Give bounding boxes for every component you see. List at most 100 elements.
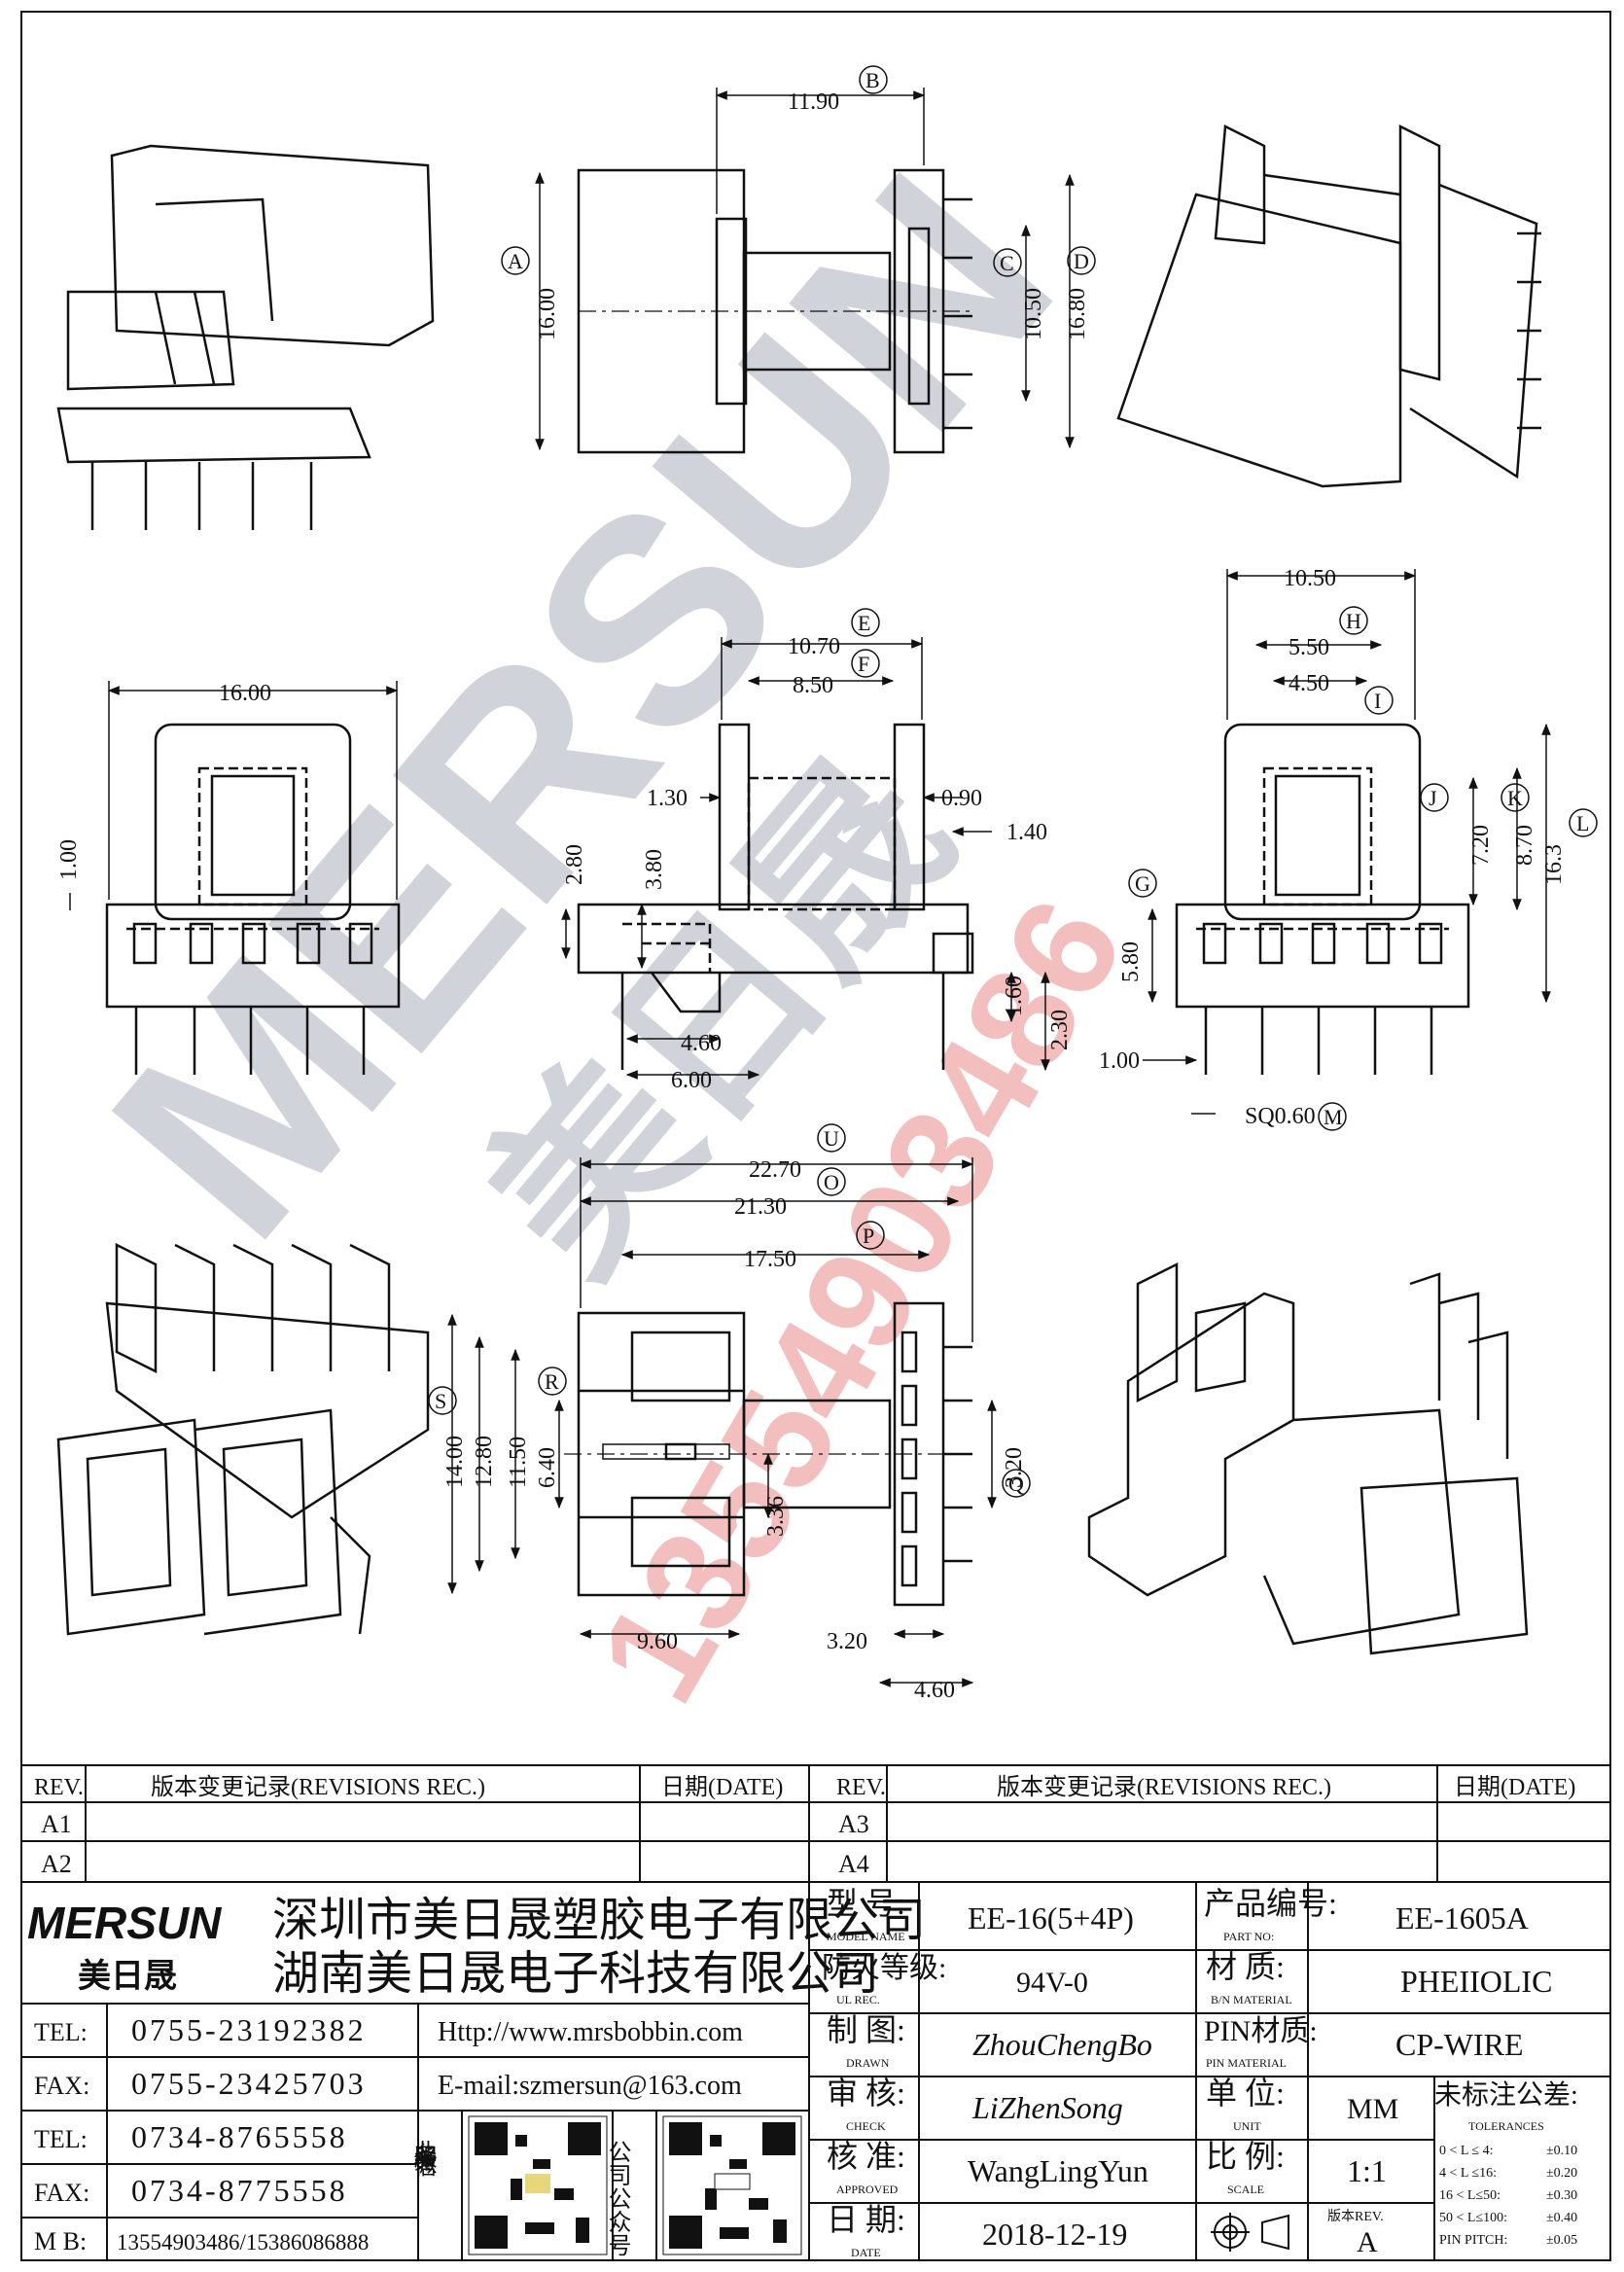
spec-pin-label: PIN材质: <box>1204 2015 1318 2047</box>
dim-4-50: 4.50 <box>1289 671 1329 696</box>
dim-4-60: 4.60 <box>681 1031 722 1056</box>
contact-label-3: TEL: <box>34 2125 88 2153</box>
spec-approved-value: WangLingYun <box>968 2153 1148 2188</box>
dim-6-00: 6.00 <box>671 1068 712 1093</box>
callout-circles-mid-right <box>1128 606 1598 1131</box>
bottom-view-center <box>564 1301 972 1607</box>
dim-1-40: 1.40 <box>1006 820 1047 845</box>
dim-9-60: 9.60 <box>637 1629 678 1654</box>
spec-scale-value: 1:1 <box>1347 2153 1387 2188</box>
tol-range-2: 4 < L ≤16: <box>1439 2166 1497 2181</box>
callout-M: M <box>1324 1105 1343 1129</box>
dim-8-70-vertical: 8.70 <box>1512 825 1537 866</box>
callout-D: D <box>1074 249 1089 273</box>
callout-P: P <box>863 1224 874 1248</box>
dim-11-90: 11.90 <box>788 89 839 115</box>
dim-16-00-vertical: 16.00 <box>535 288 560 340</box>
rev-left-row-2: A2 <box>41 1850 72 1878</box>
contact-label-5: M B: <box>34 2227 87 2255</box>
callout-K: K <box>1507 786 1523 810</box>
callout-S: S <box>435 1389 446 1413</box>
spec-pin-value: CP-WIRE <box>1395 2027 1524 2062</box>
qr-right-label: 公司公众号 <box>604 2140 630 2256</box>
spec-part-label: 产品编号: <box>1204 1886 1337 1921</box>
dim-16-00-top: 16.00 <box>219 681 271 706</box>
projection-symbol-icon <box>1211 2213 1289 2252</box>
spec-material-label: 材 质: <box>1206 1949 1285 1984</box>
dim-1-00-right: 1.00 <box>1099 1048 1140 1074</box>
tol-range-4: 50 < L≤100: <box>1439 2211 1507 2225</box>
spec-date-sub: DATE <box>851 2246 881 2259</box>
rev-left-row-1: A1 <box>41 1810 72 1838</box>
iso-view-top-right <box>1116 124 1541 488</box>
side-view-right-dims <box>1143 569 1551 1115</box>
bottom-view-center-dims <box>447 1157 997 1687</box>
dim-3-36-vertical: 3.36 <box>763 1496 789 1537</box>
contact-value-5: 13554903486/15386086888 <box>117 2230 369 2254</box>
spec-part-value: EE-1605A <box>1395 1900 1529 1935</box>
callout-J: J <box>1429 786 1437 810</box>
rev-left-header-record: 版本变更记录(REVISIONS REC.) <box>151 1774 485 1800</box>
rev-right-row-2: A4 <box>838 1850 869 1878</box>
spec-ul-label: 防火等级: <box>822 1952 946 1984</box>
contact-web: Http://www.mrsbobbin.com <box>438 2017 743 2047</box>
callout-C: C <box>1000 251 1014 275</box>
company-logo: MERSUN <box>27 1898 222 1948</box>
company-name-2: 湖南美日晟电子科技有限公司 <box>272 1948 879 2000</box>
callout-U: U <box>824 1126 839 1151</box>
contact-label-1: TEL: <box>34 2018 88 2046</box>
spec-rev-label: 版本REV. <box>1327 2209 1384 2224</box>
tol-value-2: ±0.20 <box>1546 2166 1577 2181</box>
callout-circles-bottom <box>428 1123 1031 1498</box>
dim-5-50: 5.50 <box>1289 635 1329 660</box>
spec-model-value: EE-16(5+4P) <box>968 1900 1134 1935</box>
spec-material-value: PHEIIOLIC <box>1400 1964 1552 1999</box>
spec-scale-sub: SCALE <box>1227 2183 1264 2196</box>
spec-unit-sub: UNIT <box>1233 2119 1261 2133</box>
rev-right-header-rev: REV. <box>836 1775 886 1800</box>
callout-A: A <box>508 249 523 273</box>
dim-5-80-vertical: 5.80 <box>1118 941 1144 982</box>
dim-21-30: 21.30 <box>734 1194 787 1220</box>
contact-value-3: 0734-8765558 <box>131 2119 348 2154</box>
tol-range-1: 0 < L ≤ 4: <box>1439 2144 1494 2158</box>
side-view-left-dims <box>69 681 399 910</box>
spec-ul-value: 94V-0 <box>1016 1967 1088 1999</box>
dim-6-40-vertical: 6.40 <box>535 1447 560 1488</box>
dim-7-20-vertical: 7.20 <box>1468 825 1494 866</box>
dim-3-20-bottom: 3.20 <box>827 1629 867 1654</box>
tol-range-5: PIN PITCH: <box>1439 2233 1507 2248</box>
dim-10-50-top: 10.50 <box>1284 566 1336 591</box>
dim-3-20-vertical: 3.20 <box>1002 1447 1027 1488</box>
iso-view-bottom-right <box>1087 1261 1529 1655</box>
section-view-center <box>577 723 974 1070</box>
spec-tol-sub: TOLERANCES <box>1468 2119 1544 2133</box>
spec-date-value: 2018-12-19 <box>982 2217 1127 2252</box>
side-view-right <box>1175 723 1470 1075</box>
dim-1-00-vertical: 1.00 <box>56 839 82 880</box>
dim-1-30: 1.30 <box>647 786 688 811</box>
rev-left-header-date: 日期(DATE) <box>661 1775 783 1800</box>
contact-label-4: FAX: <box>34 2179 89 2207</box>
dim-10-70: 10.70 <box>788 634 840 659</box>
tol-value-3: ±0.30 <box>1546 2188 1577 2203</box>
qr-code-right <box>662 2115 802 2255</box>
contact-value-2: 0755-23425703 <box>131 2066 367 2101</box>
callout-Q: Q <box>1008 1472 1024 1496</box>
contact-email: E-mail:szmersun@163.com <box>438 2071 742 2101</box>
dim-0-90: 0.90 <box>941 786 982 811</box>
callout-G: G <box>1135 871 1150 896</box>
dim-22-70: 22.70 <box>749 1157 801 1183</box>
dim-14-00-vertical: 14.00 <box>442 1436 468 1488</box>
spec-model-sub: MODEL NAME <box>827 1930 905 1943</box>
spec-material-sub: B/N MATERIAL <box>1211 1993 1292 2006</box>
dim-11-50-vertical: 11.50 <box>506 1437 531 1488</box>
tol-value-4: ±0.40 <box>1546 2211 1577 2225</box>
spec-date-label: 日 期: <box>827 2202 905 2237</box>
spec-check-value: LiZhenSong <box>971 2090 1123 2125</box>
title-block-grid <box>20 1764 1611 2261</box>
side-view-left <box>105 723 401 1075</box>
callout-circles-mid-center <box>851 608 880 678</box>
spec-model-label: 型 号: <box>827 1886 905 1921</box>
